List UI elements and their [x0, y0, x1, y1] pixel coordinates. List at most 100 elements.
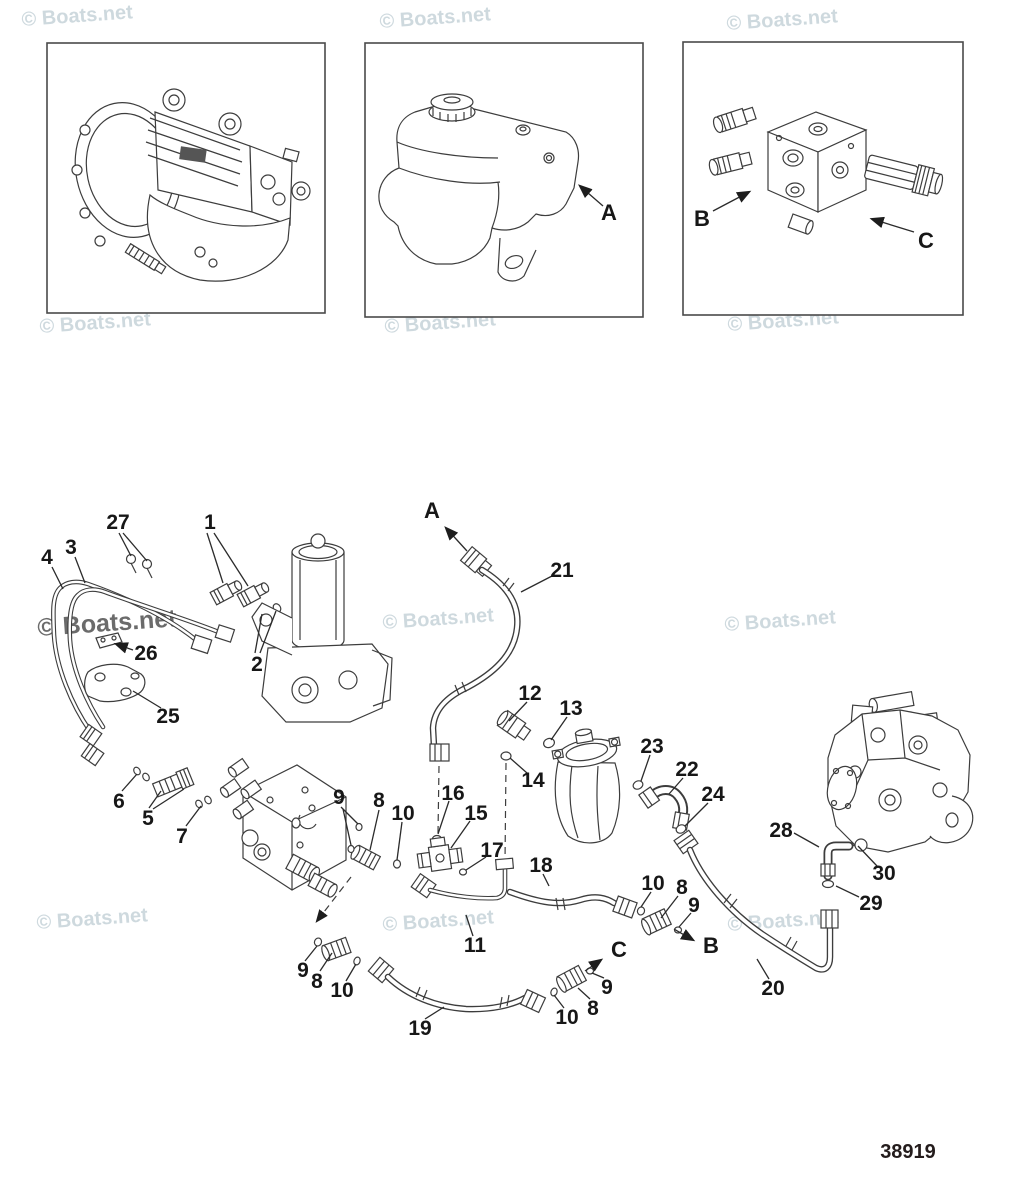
- solenoid: [864, 154, 944, 197]
- callout-8-valve: 8: [373, 789, 385, 812]
- callout-12: 12: [518, 682, 541, 705]
- o-ring-14: [500, 751, 512, 761]
- elbow-22: [638, 785, 690, 831]
- callout-8-c: 8: [587, 997, 599, 1020]
- callout-labels: 4 3 27 1 2 26 25 6 5 7 9 8 10 21 12 13 1…: [41, 511, 896, 1040]
- arrow-b-main: [673, 928, 696, 942]
- callout-17: 17: [480, 839, 503, 862]
- hose-20-nut: [820, 909, 839, 929]
- connector-12: [496, 709, 532, 741]
- callout-9-c: 9: [601, 976, 613, 999]
- arrow-a-inset: [578, 184, 604, 207]
- callout-23: 23: [640, 735, 663, 758]
- filter-assembly: [551, 728, 621, 844]
- arrow-b-inset: [712, 190, 752, 212]
- callout-10-c: 10: [555, 1006, 578, 1029]
- watermark: © Boats.net: [379, 3, 492, 33]
- drawing-number: 38919: [880, 1141, 936, 1163]
- o-ring-17: [458, 868, 468, 876]
- callout-27: 27: [106, 511, 129, 534]
- callout-18: 18: [529, 854, 553, 877]
- o-ring-24: [675, 824, 687, 834]
- callout-2: 2: [251, 653, 263, 676]
- ref-letter-c: C: [611, 937, 627, 962]
- watermark: © Boats.net: [726, 5, 839, 35]
- dashed-line-21-to-tee: [437, 765, 440, 835]
- hose-18: [506, 888, 638, 919]
- dashed-line-14-to-pipe: [504, 762, 507, 863]
- callout-16: 16: [441, 782, 464, 805]
- callout-22: 22: [675, 758, 698, 781]
- oil-tubes-3-4: [51, 579, 236, 767]
- callout-7: 7: [176, 825, 188, 848]
- dashed-arrow-to-fitting-group: [315, 876, 352, 923]
- arrow-c-main: [584, 958, 604, 972]
- reference-letters: A B C: [424, 498, 719, 962]
- callout-8-bl: 8: [311, 970, 323, 993]
- callout-10-b: 10: [641, 872, 664, 895]
- callout-14: 14: [521, 769, 545, 792]
- callout-28: 28: [769, 819, 793, 842]
- mount-plate-25: [84, 663, 146, 703]
- callout-25: 25: [156, 705, 180, 728]
- o-ring-23: [632, 780, 644, 790]
- o-ring-9-valve: [355, 822, 363, 832]
- inset-box-reservoir: A: [364, 42, 644, 318]
- o-ring-9-valve-b: [347, 844, 355, 854]
- callout-9-b: 9: [688, 894, 700, 917]
- fitting-group-bottom-left: [313, 936, 361, 966]
- callout-6: 6: [113, 790, 125, 813]
- callout-4: 4: [41, 546, 53, 569]
- trim-pump-motor: [251, 533, 393, 723]
- callout-30: 30: [872, 862, 895, 885]
- output-shaft: [124, 242, 167, 275]
- leader-lines: [51, 532, 878, 1020]
- pipe-11: [410, 857, 515, 901]
- inset-box-transmission: [46, 42, 326, 314]
- watermark: © Boats.net: [382, 906, 495, 936]
- fitting-5-group: [133, 766, 212, 809]
- ref-letter-b: B: [703, 933, 719, 958]
- inset-box-valve-manifold: B C: [682, 41, 964, 316]
- inset-letter-b: B: [694, 206, 710, 231]
- callout-26: 26: [134, 642, 157, 665]
- callout-5: 5: [142, 807, 154, 830]
- callout-3: 3: [65, 536, 77, 559]
- valve-side-fitting-8: [350, 844, 382, 871]
- hose-20: [673, 829, 839, 973]
- arrow-c-inset: [869, 216, 915, 233]
- callout-10-bl: 10: [330, 979, 353, 1002]
- tube-end-nuts: [79, 723, 105, 767]
- pump-assembly-right: [826, 690, 974, 853]
- filler-cap: [428, 93, 476, 122]
- tee-fitting-15: [416, 836, 464, 872]
- watermark: © Boats.net: [724, 606, 837, 636]
- bracket-26: [95, 632, 123, 649]
- reservoir-drawing: A: [378, 93, 617, 282]
- id-plate: [179, 146, 207, 163]
- o-ring-10-valve: [392, 859, 402, 869]
- callout-19: 19: [408, 1017, 431, 1040]
- callout-13: 13: [559, 697, 582, 720]
- valve-manifold-drawing: B C: [694, 106, 944, 253]
- manifold-fitting-lower: [708, 151, 753, 176]
- fitting-group-b: [636, 906, 696, 942]
- callout-11: 11: [464, 934, 487, 957]
- callout-20: 20: [761, 977, 784, 1000]
- screws-27: [125, 553, 153, 579]
- hose-21: [429, 526, 521, 762]
- inset-letter-a: A: [601, 200, 617, 225]
- o-ring-13: [543, 737, 555, 749]
- callout-29: 29: [859, 892, 882, 915]
- control-valve-block: [219, 757, 382, 898]
- watermark: © Boats.net: [21, 1, 134, 31]
- transmission-drawing: [71, 88, 311, 282]
- manifold-bottom-port: [787, 213, 814, 235]
- callout-15: 15: [464, 802, 488, 825]
- callout-9-bl: 9: [297, 959, 309, 982]
- callout-9-valve: 9: [333, 786, 345, 809]
- main-diagram: [51, 526, 974, 1014]
- callout-24: 24: [701, 783, 725, 806]
